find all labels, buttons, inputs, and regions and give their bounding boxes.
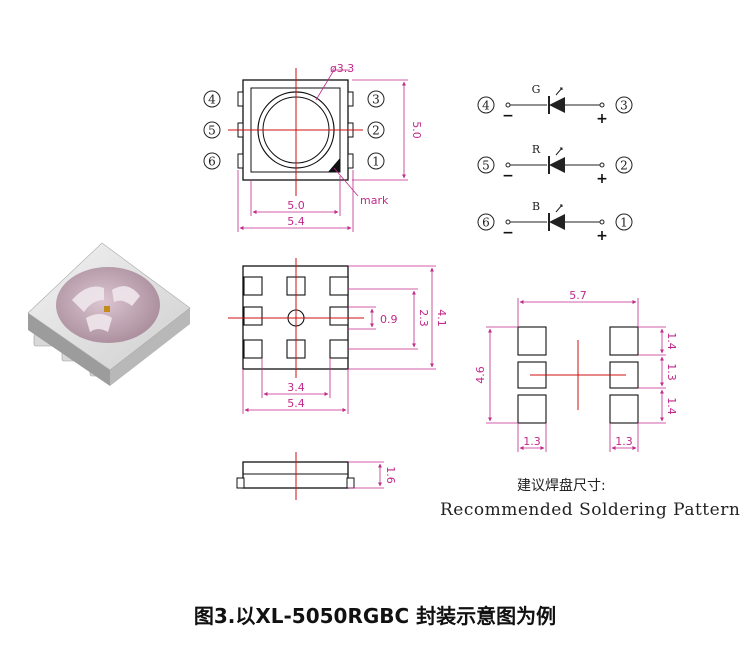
bottom-view-dimensions bbox=[242, 265, 436, 414]
schematic-left-pin-circle bbox=[477, 156, 495, 174]
led-die bbox=[104, 306, 110, 312]
pattern-pads bbox=[517, 326, 639, 424]
center-gap-dimension-label: 0.9 bbox=[380, 313, 398, 326]
led-color-label: B bbox=[532, 200, 540, 213]
pattern-note-english: Recommended Soldering Pattern bbox=[440, 500, 740, 520]
top-view: 4 5 6 3 2 1 bbox=[203, 62, 423, 232]
schematic-row: 6 1 B − + bbox=[477, 200, 633, 244]
terminal-dot bbox=[505, 219, 511, 225]
minus-sign: − bbox=[502, 168, 514, 184]
pad-bottom-height-label: 1.4 bbox=[665, 397, 678, 415]
chip-internal-leads bbox=[72, 286, 140, 332]
schematic-left-pin-label: 5 bbox=[482, 159, 490, 173]
terminal-dot bbox=[599, 162, 605, 168]
schematic-row: 5 2 R − + bbox=[477, 143, 633, 187]
bottom-view: 0.9 2.3 4.1 3.4 5.4 bbox=[228, 258, 448, 414]
plus-sign: + bbox=[596, 111, 608, 127]
terminal-dot bbox=[599, 102, 605, 108]
bottom-view-pads bbox=[243, 276, 349, 359]
emission-arrow bbox=[555, 147, 563, 156]
pin-label: 4 bbox=[208, 93, 216, 107]
pattern-height-label: 4.6 bbox=[474, 366, 487, 384]
terminal-dot bbox=[505, 102, 511, 108]
schematic-left-pin-circle bbox=[477, 96, 495, 114]
pad-left-width-label: 1.3 bbox=[523, 435, 541, 448]
chip-front-side bbox=[28, 313, 110, 386]
diameter-dimension-label: ø3.3 bbox=[330, 62, 354, 75]
schematic-right-pin-circle bbox=[615, 213, 633, 231]
pattern-dimensions bbox=[486, 298, 666, 452]
top-view-left-pin-labels: 4 5 6 bbox=[203, 90, 221, 170]
pin-label: 5 bbox=[208, 124, 216, 138]
schematic-right-pin-label: 1 bbox=[620, 216, 628, 230]
schematic-right-pin-label: 2 bbox=[620, 159, 628, 173]
pin-label: 6 bbox=[208, 155, 216, 169]
pattern-width-label: 5.7 bbox=[569, 289, 587, 302]
side-height-dimension-label: 1.6 bbox=[384, 466, 397, 484]
emission-arrow bbox=[555, 87, 563, 96]
schematic-row: 4 3 G − + bbox=[477, 83, 633, 127]
schematic-left-pin-label: 6 bbox=[482, 216, 490, 230]
terminal-dot bbox=[505, 162, 511, 168]
pin-label: 1 bbox=[372, 155, 380, 169]
pin-label: 2 bbox=[372, 124, 380, 138]
outer-height-dimension-label: 4.1 bbox=[435, 309, 448, 327]
height-dimension-label: 5.0 bbox=[410, 121, 423, 139]
mark-label: mark bbox=[360, 194, 389, 207]
top-view-dimensions bbox=[237, 69, 408, 232]
polarity-mark bbox=[328, 158, 340, 172]
diode-triangle bbox=[549, 97, 565, 113]
inner-height-dimension-label: 2.3 bbox=[417, 309, 430, 327]
led-color-label: G bbox=[532, 83, 541, 96]
inner-width-dimension-label: 3.4 bbox=[287, 381, 305, 394]
led-schematic: 4 3 G − +5 2 R − +6 1 B − + bbox=[477, 83, 633, 244]
schematic-right-pin-circle bbox=[615, 156, 633, 174]
plus-sign: + bbox=[596, 171, 608, 187]
plus-sign: + bbox=[596, 228, 608, 244]
schematic-right-pin-label: 3 bbox=[620, 99, 628, 113]
minus-sign: − bbox=[502, 225, 514, 241]
pad-right-width-label: 1.3 bbox=[615, 435, 633, 448]
schematic-right-pin-circle bbox=[615, 96, 633, 114]
schematic-left-pin-label: 4 bbox=[482, 99, 490, 113]
side-view: 1.6 bbox=[236, 452, 397, 500]
top-view-right-pin-labels: 3 2 1 bbox=[367, 90, 385, 170]
figure-caption: 图3.以XL-5050RGBC 封装示意图为例 bbox=[194, 604, 556, 628]
led-chip-photo bbox=[27, 242, 191, 386]
outer-width-dimension-label: 5.4 bbox=[287, 397, 305, 410]
soldering-pattern: 5.7 4.6 1.4 1.3 1.4 1.3 1.3 建议焊盘尺寸: Reco… bbox=[440, 289, 740, 520]
minus-sign: − bbox=[502, 108, 514, 124]
pad-top-height-label: 1.4 bbox=[665, 332, 678, 350]
diode-triangle bbox=[549, 214, 565, 230]
diode-triangle bbox=[549, 157, 565, 173]
chip-lens bbox=[56, 267, 160, 343]
pad-mid-height-label: 1.3 bbox=[665, 363, 678, 381]
pin-label: 3 bbox=[372, 93, 380, 107]
pattern-note-chinese: 建议焊盘尺寸: bbox=[517, 477, 606, 494]
led-color-label: R bbox=[532, 143, 541, 156]
terminal-dot bbox=[599, 219, 605, 225]
emission-arrow bbox=[555, 204, 563, 213]
chip-right-side bbox=[110, 308, 190, 386]
schematic-left-pin-circle bbox=[477, 213, 495, 231]
outer-width-dimension-label: 5.4 bbox=[287, 215, 305, 228]
inner-width-dimension-label: 5.0 bbox=[287, 199, 305, 212]
